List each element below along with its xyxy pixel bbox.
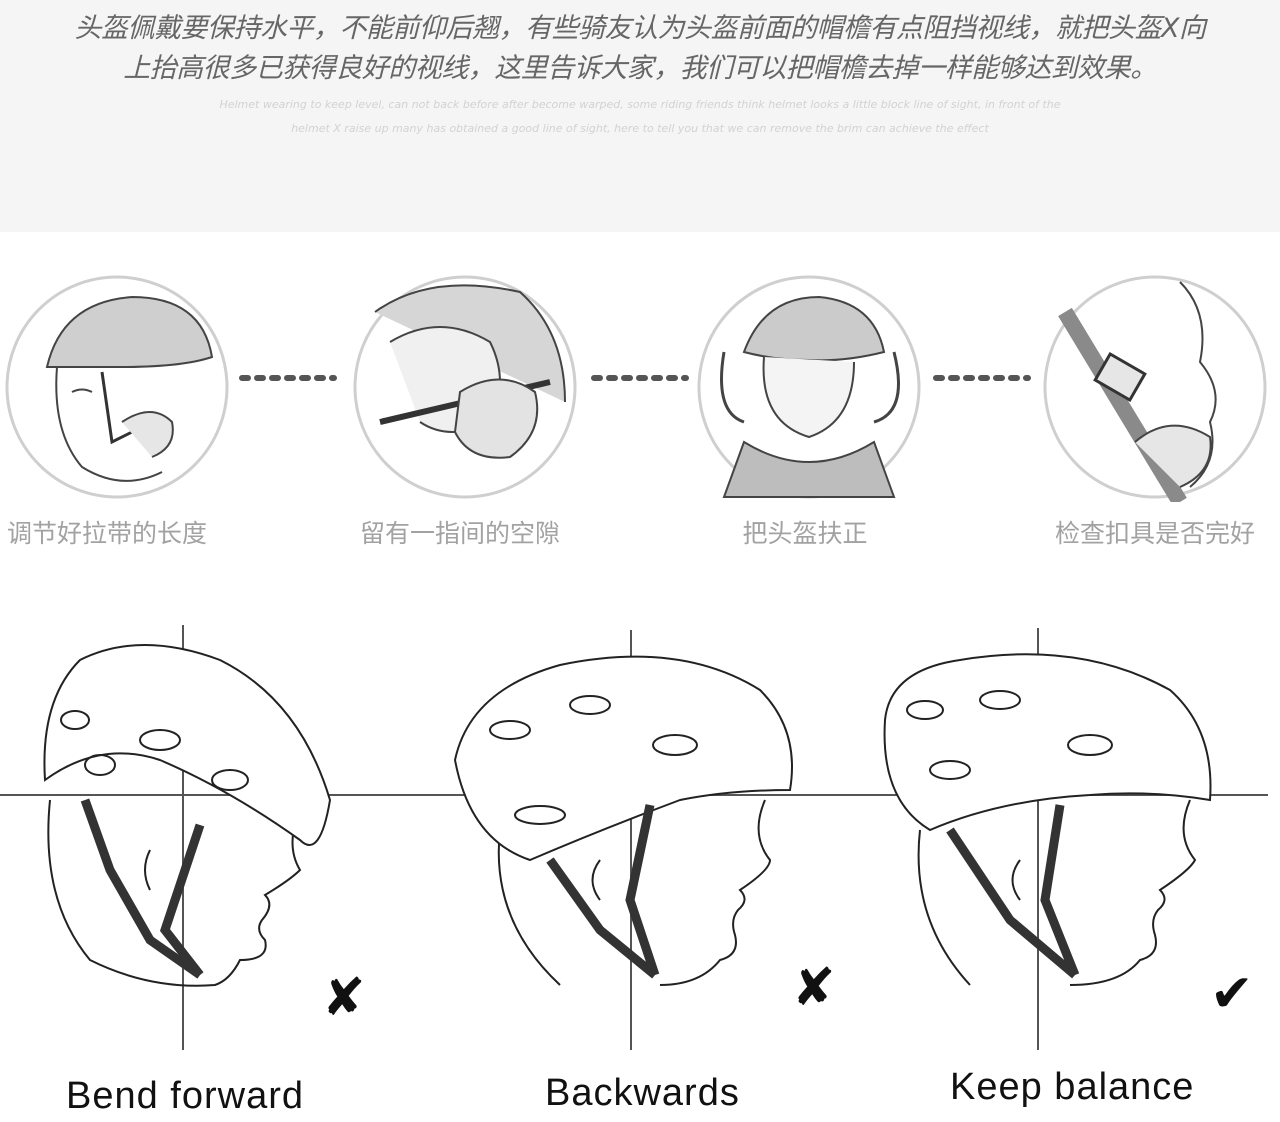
- step-connector-3: [932, 371, 1032, 385]
- head-backwards: [453, 655, 793, 986]
- helmet-position-diagram: [0, 625, 1268, 1050]
- step-connector-1: [238, 371, 338, 385]
- intro-cn-line-1: 头盔佩戴要保持水平，不能前仰后翘，有些骑友认为头盔前面的帽檐有点阻挡视线，就把头…: [74, 13, 1207, 44]
- label-backwards: Backwards: [545, 1072, 740, 1114]
- intro-band: 头盔佩戴要保持水平，不能前仰后翘，有些骑友认为头盔前面的帽檐有点阻挡视线，就把头…: [0, 0, 1280, 232]
- cross-mark-icon: ✘: [322, 968, 366, 1028]
- head-bend-forward: [43, 644, 332, 987]
- step-1-illustration: [2, 272, 232, 502]
- cross-mark-icon: ✘: [792, 958, 836, 1018]
- intro-en-line-2: helmet X raise up many has obtained a go…: [291, 122, 989, 135]
- step-3-illustration: [694, 272, 924, 502]
- label-keep-balance: Keep balance: [950, 1066, 1195, 1108]
- step-1-caption: 调节好拉带的长度: [6, 519, 207, 548]
- step-4-illustration: [1040, 272, 1270, 502]
- step-2-illustration: [350, 272, 580, 502]
- step-connector-2: [590, 371, 690, 385]
- label-bend-forward: Bend forward: [66, 1075, 305, 1117]
- step-3-caption: 把头盔扶正: [742, 519, 868, 548]
- check-mark-icon: ✔: [1210, 964, 1254, 1024]
- head-keep-balance: [883, 653, 1212, 986]
- intro-cn-line-2: 上抬高很多已获得良好的视线，这里告诉大家，我们可以把帽檐去掉一样能够达到效果。: [123, 53, 1157, 84]
- step-2-caption: 留有一指间的空隙: [359, 519, 560, 548]
- step-4-caption: 检查扣具是否完好: [1054, 519, 1255, 548]
- intro-en-line-1: Helmet wearing to keep level, can not ba…: [219, 98, 1061, 111]
